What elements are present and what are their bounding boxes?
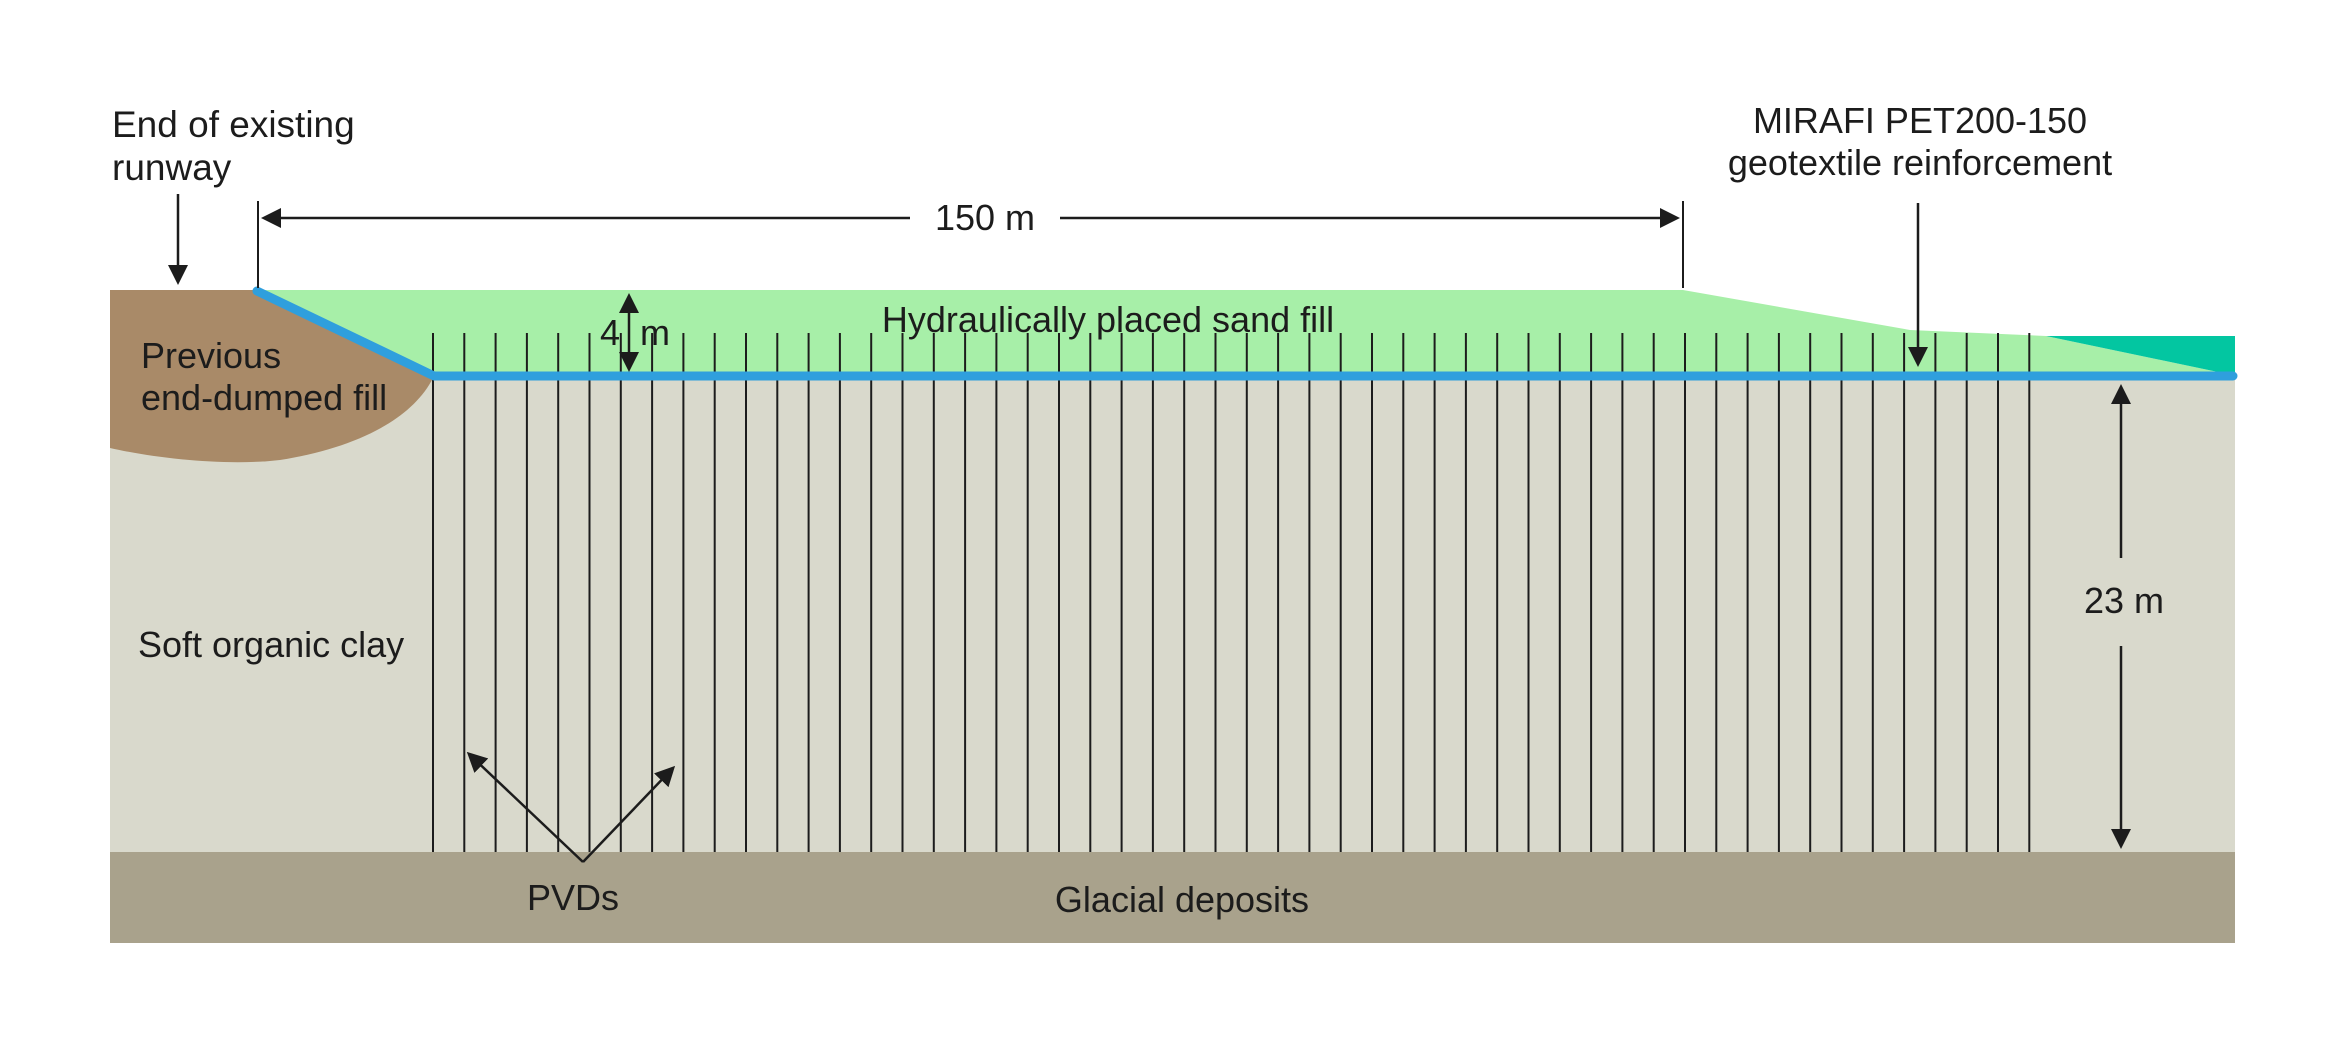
pvds-pointer-arrow-left bbox=[466, 751, 584, 863]
mirafi-label-line1: MIRAFI PET200-150 bbox=[1753, 100, 2087, 141]
geotextile-line bbox=[252, 286, 2238, 381]
dim-150m-label: 150 m bbox=[935, 197, 1035, 238]
soft-clay-region bbox=[110, 373, 2235, 852]
water-region bbox=[2046, 336, 2235, 372]
glacial-deposits-region bbox=[110, 852, 2235, 943]
sand-fill-region bbox=[257, 290, 2218, 372]
pvds-pointer-arrow-right bbox=[582, 765, 676, 863]
dim-23m-label: 23 m bbox=[2084, 580, 2164, 621]
end-runway-label-line2: runway bbox=[112, 147, 232, 188]
previous-fill-region bbox=[110, 290, 434, 463]
sand-fill-label: Hydraulically placed sand fill bbox=[882, 299, 1334, 340]
pvd-drain-lines bbox=[432, 333, 2031, 852]
end-runway-label-line1: End of existing bbox=[112, 104, 355, 145]
previous-fill-label-line2: end-dumped fill bbox=[141, 377, 387, 418]
pvds-label: PVDs bbox=[527, 877, 619, 918]
dim-4m-unit: m bbox=[640, 312, 670, 353]
dim-4m-value: 4 bbox=[600, 312, 620, 353]
previous-fill-label-line1: Previous bbox=[141, 335, 281, 376]
mirafi-label-line2: geotextile reinforcement bbox=[1728, 142, 2112, 183]
glacial-label: Glacial deposits bbox=[1055, 879, 1309, 920]
soft-clay-label: Soft organic clay bbox=[138, 624, 404, 665]
